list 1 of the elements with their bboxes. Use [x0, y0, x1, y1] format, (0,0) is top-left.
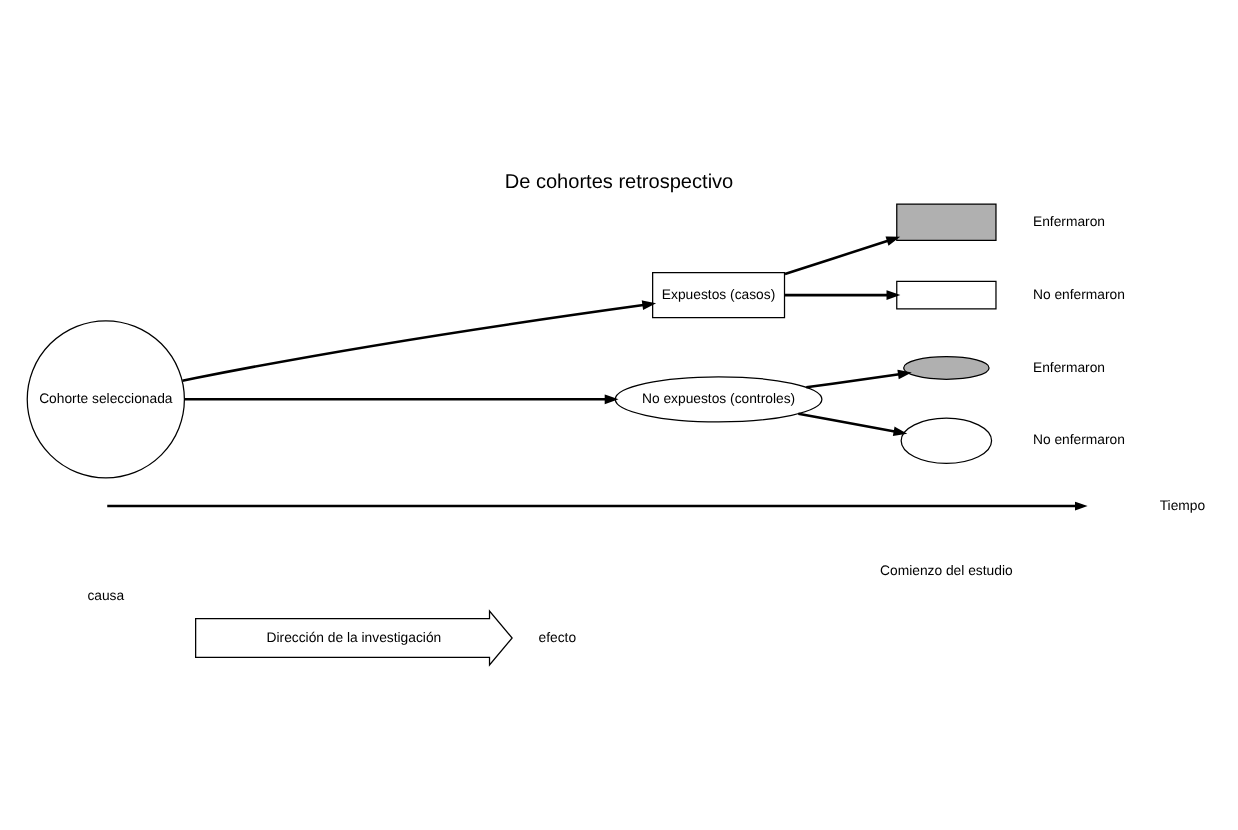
diagram-title: De cohortes retrospectivo: [504, 171, 734, 194]
